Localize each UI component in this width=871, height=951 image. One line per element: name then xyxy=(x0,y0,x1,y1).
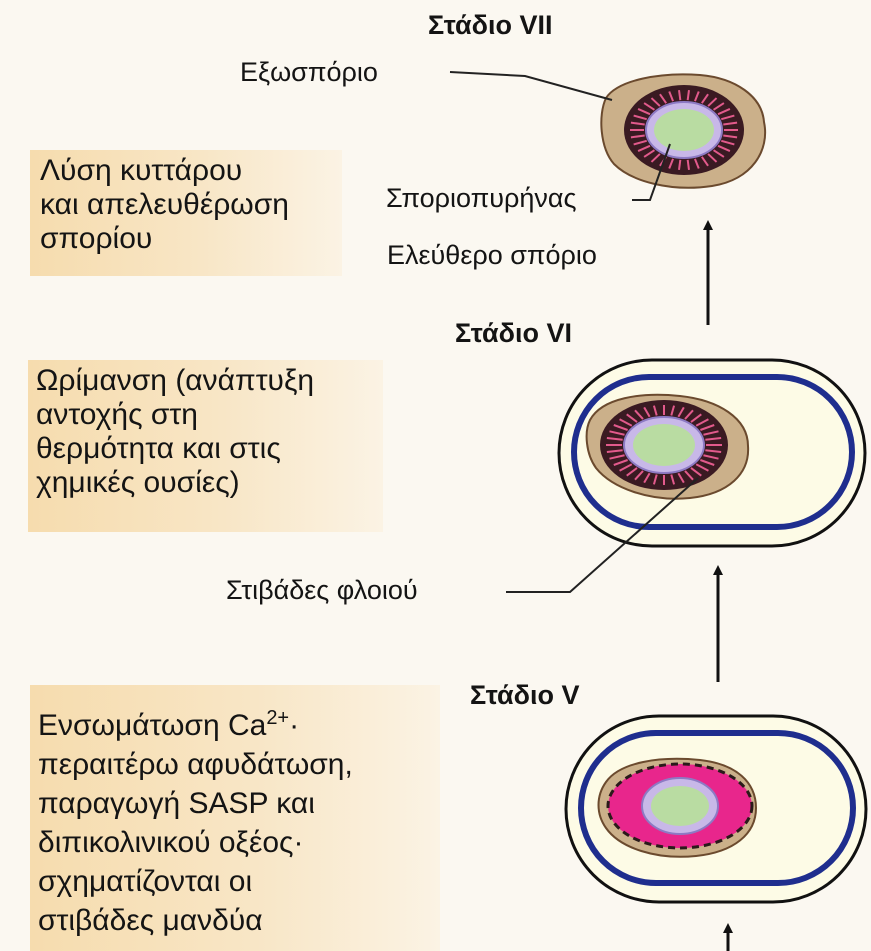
spore-core xyxy=(654,109,714,151)
description-line: στιβάδες μανδύα xyxy=(38,901,440,940)
cortex-spoke xyxy=(679,90,680,100)
description-line: χημικές ουσίες) xyxy=(36,466,383,500)
cortex-label: Στιβάδες φλοιού xyxy=(226,575,418,606)
stage-vi-description-box: Ωρίμανση (ανάπτυξη αντοχής στη θερμότητα… xyxy=(28,360,383,532)
cortex-spoke xyxy=(688,90,689,100)
core-label: Σποριοπυρήνας xyxy=(386,183,577,214)
stage-vi-cell xyxy=(559,360,865,546)
description-text: · xyxy=(289,709,299,742)
stage-vii-description-box: Λύση κυττάρου και απελευθέρωση σπορίου xyxy=(30,150,342,276)
description-line: και απελευθέρωση xyxy=(40,188,342,222)
exosporium-label: Εξωσπόριο xyxy=(240,57,378,88)
stage-vi-title: Στάδιο VI xyxy=(455,318,572,349)
exosporium-leader-line xyxy=(450,72,612,100)
stage-vii-free-spore xyxy=(601,74,765,187)
stage-v-cell xyxy=(566,716,866,902)
description-line: σπορίου xyxy=(40,222,342,256)
description-line: Ωρίμανση (ανάπτυξη xyxy=(36,364,383,398)
description-line: αντοχής στη xyxy=(36,398,383,432)
spore-core xyxy=(633,424,695,466)
description-line: διπικολινικού οξέος· xyxy=(38,823,440,862)
cortex-spoke xyxy=(688,160,689,170)
description-line: περαιτέρω αφυδάτωση, xyxy=(38,745,440,784)
stage-v-title: Στάδιο V xyxy=(470,680,580,711)
free-spore-label: Ελεύθερο σπόριο xyxy=(387,240,597,271)
calcium-charge: 2+ xyxy=(266,707,289,729)
stage-vii-title: Στάδιο VII xyxy=(428,10,553,41)
cortex-spoke xyxy=(679,160,680,170)
description-line: Λύση κυττάρου xyxy=(40,154,342,188)
description-text: Ενσωμάτωση Ca xyxy=(38,709,266,742)
spore-core xyxy=(651,786,709,826)
description-line: Ενσωμάτωση Ca2+· xyxy=(38,699,440,745)
description-line: παραγωγή SASP και xyxy=(38,784,440,823)
description-line: σχηματίζονται οι xyxy=(38,862,440,901)
stage-v-description-box: Ενσωμάτωση Ca2+· περαιτέρω αφυδάτωση, πα… xyxy=(30,685,440,951)
description-line: θερμότητα και στις xyxy=(36,432,383,466)
